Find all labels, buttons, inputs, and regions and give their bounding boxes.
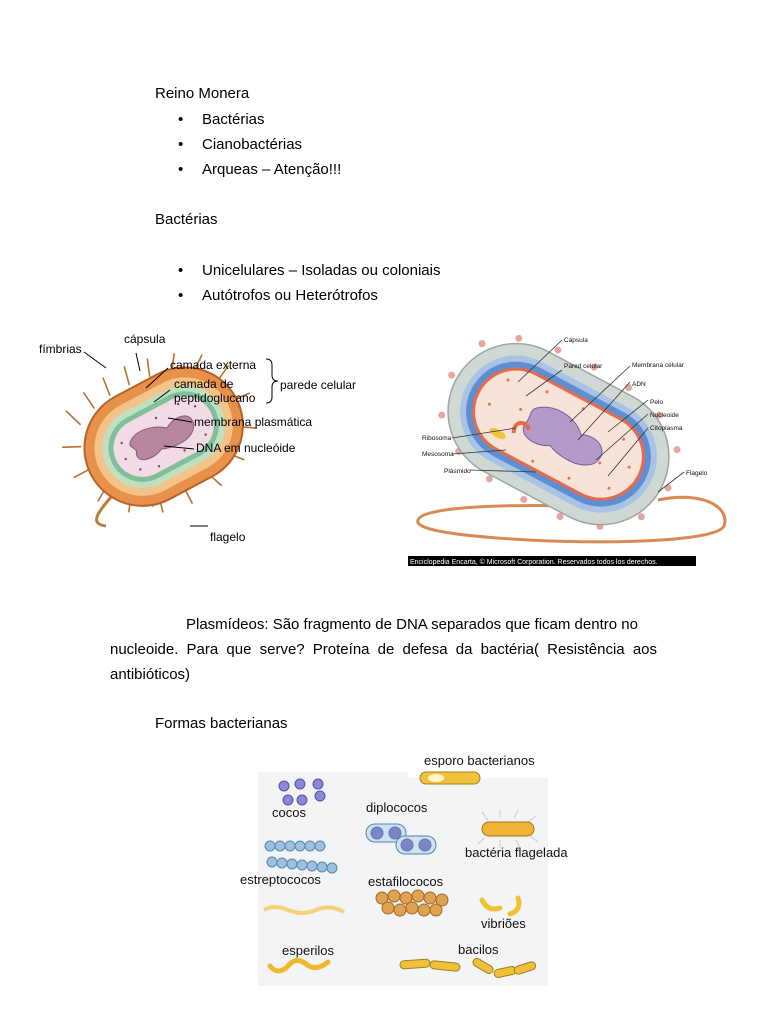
label-esperilos: esperilos <box>282 943 335 958</box>
bullet-icon: • <box>178 136 184 153</box>
list-item-label: Unicelulares – Isoladas ou coloniais <box>202 262 441 279</box>
label-diplococos: diplococos <box>366 800 428 815</box>
heading-reino-monera: Reino Monera <box>155 85 250 102</box>
bacterium-diagram-right: Cápsula Pared celular Membrana celular A… <box>408 330 734 568</box>
label-camada-de: camada de <box>174 377 234 391</box>
label-vibrioes: vibriões <box>481 916 526 931</box>
figure-credit: Enciclopedia Encarta, © Microsoft Corpor… <box>410 558 658 566</box>
bacterial-shapes-figure: esporo bacterianos cocos diplococos bact… <box>240 748 588 986</box>
label-mesosoma: Mesosoma <box>422 451 454 458</box>
bullet-icon: • <box>178 111 184 128</box>
label-ribosoma: Ribosoma <box>422 435 452 442</box>
label-citoplasma: Citoplasma <box>650 425 683 432</box>
list-item-label: Bactérias <box>202 111 265 128</box>
label-bacteria-flagelada: bactéria flagelada <box>465 845 568 860</box>
label-estreptococos: estreptococos <box>240 872 321 887</box>
bullet-icon: • <box>178 287 184 304</box>
label-nucleoide: Nucleoide <box>650 412 679 419</box>
label-capsula: cápsula <box>124 332 166 346</box>
label-camada-externa: camada externa <box>170 358 256 372</box>
label-membrana-celular: Membrana celular <box>632 362 685 369</box>
paragraph-line-2: nucleoide. Para que serve? Proteína de d… <box>110 641 657 658</box>
label-bacilos: bacilos <box>458 942 499 957</box>
label-pelo: Pelo <box>650 399 663 406</box>
label-flagelo: flagelo <box>210 530 246 544</box>
bacterium-diagram-left: fímbrias cápsula camada externa camada d… <box>36 328 366 554</box>
list-item-label: Autótrofos ou Heterótrofos <box>202 287 378 304</box>
label-membrana-plasmatica: membrana plasmática <box>194 415 312 429</box>
paragraph-line-3: antibióticos) <box>110 666 191 683</box>
label-capsula-es: Cápsula <box>564 337 588 344</box>
label-fimbrias: fímbrias <box>39 342 82 356</box>
list-item-label: Cianobactérias <box>202 136 303 153</box>
label-esporo: esporo bacterianos <box>424 753 535 768</box>
label-peptidoglucano: peptidoglucano <box>174 391 256 405</box>
label-adn: ADN <box>632 381 646 388</box>
label-flagelo-es: Flagelo <box>686 470 708 477</box>
label-pared-celular: Pared celular <box>564 363 603 370</box>
label-dna-nucleoide: DNA em nucleóide <box>196 441 296 455</box>
paragraph-line-1: Plasmídeos: São fragmento de DNA separad… <box>186 616 638 633</box>
bullet-icon: • <box>178 161 184 178</box>
list-item-label: Arqueas – Atenção!!! <box>202 161 342 178</box>
heading-formas-bacterianas: Formas bacterianas <box>155 715 288 732</box>
heading-bacterias: Bactérias <box>155 211 218 228</box>
bullet-icon: • <box>178 262 184 279</box>
label-parede-celular: parede celular <box>280 378 356 392</box>
label-plasmido: Plásmido <box>444 468 471 475</box>
label-estafilococos: estafilococos <box>368 874 444 889</box>
label-cocos: cocos <box>272 805 306 820</box>
